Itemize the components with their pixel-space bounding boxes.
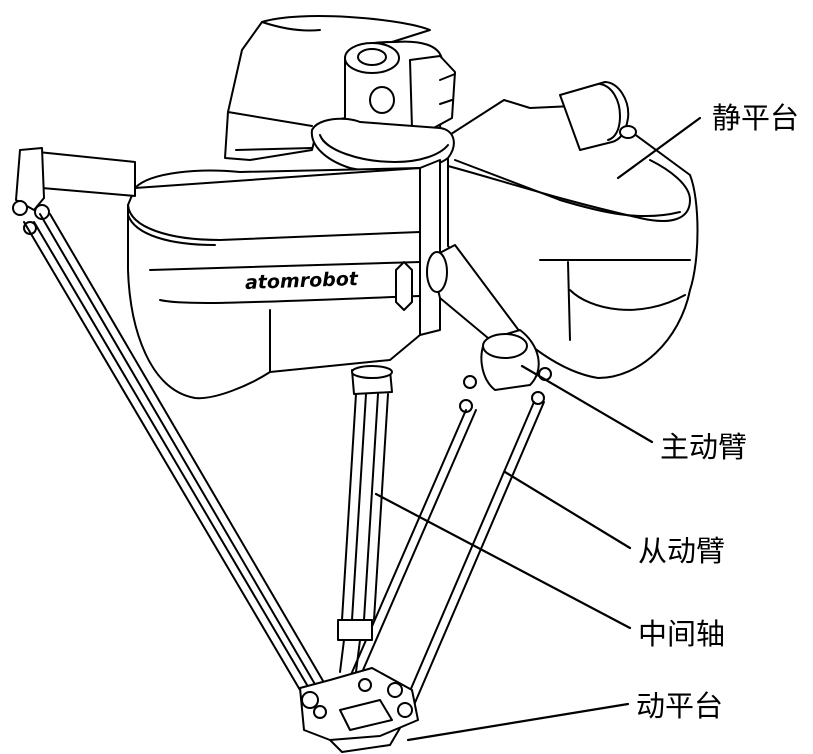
moving-platform: [299, 667, 419, 753]
right-housing: [447, 81, 699, 379]
middle-shaft: [337, 365, 393, 673]
leader-moving-platform: [406, 702, 630, 742]
top-motor: [310, 40, 456, 173]
leader-active-arm: [520, 364, 654, 444]
label-passive-arm: 从动臂: [638, 534, 726, 568]
label-middle-shaft: 中间轴: [638, 617, 726, 651]
leader-lines: [374, 116, 702, 742]
right-passive-arms: [339, 401, 545, 706]
brand-logo-text: atomrobot: [244, 268, 359, 294]
left-housing: [127, 159, 441, 400]
right-active-arm: [426, 244, 552, 413]
leader-static-platform: [616, 116, 702, 180]
left-passive-arms: [23, 213, 327, 691]
label-active-arm: 主动臂: [660, 430, 748, 464]
left-active-arm: [12, 147, 136, 235]
leader-passive-arm: [503, 470, 632, 550]
label-moving-platform: 动平台: [636, 689, 724, 723]
label-static-platform: 静平台: [712, 101, 800, 135]
leader-middle-shaft: [374, 492, 632, 630]
